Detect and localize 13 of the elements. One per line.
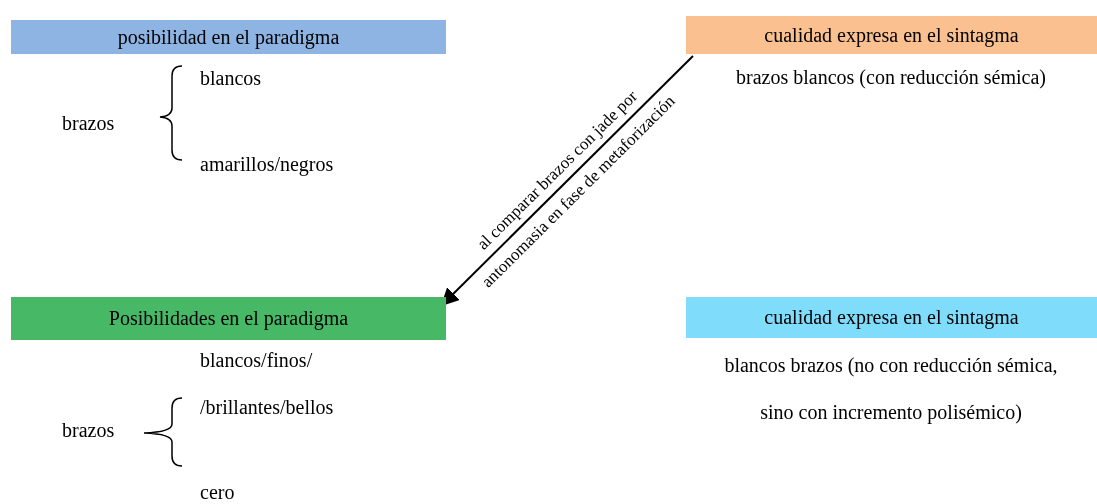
label-text: cero [200,481,235,504]
label-text: amarillos/negros [200,153,334,176]
heading-box: cualidad expresa en el sintagma [686,297,1097,338]
heading-box: cualidad expresa en el sintagma [686,16,1097,54]
label-text: /brillantes/bellos [200,396,334,419]
description-text: blancos brazos (no con reducción sémica, sino con incremento polisémico) [723,353,1059,426]
label-text: blancos/finos/ [200,349,313,372]
heading-box: Posibilidades en el paradigma [11,297,446,340]
heading-box: posibilidad en el paradigma [11,20,446,54]
label-text: brazos [62,419,115,442]
description-text: brazos blancos (con reducción sémica) [735,65,1047,91]
label-text: blancos [200,67,262,90]
label-text: brazos [62,112,115,135]
